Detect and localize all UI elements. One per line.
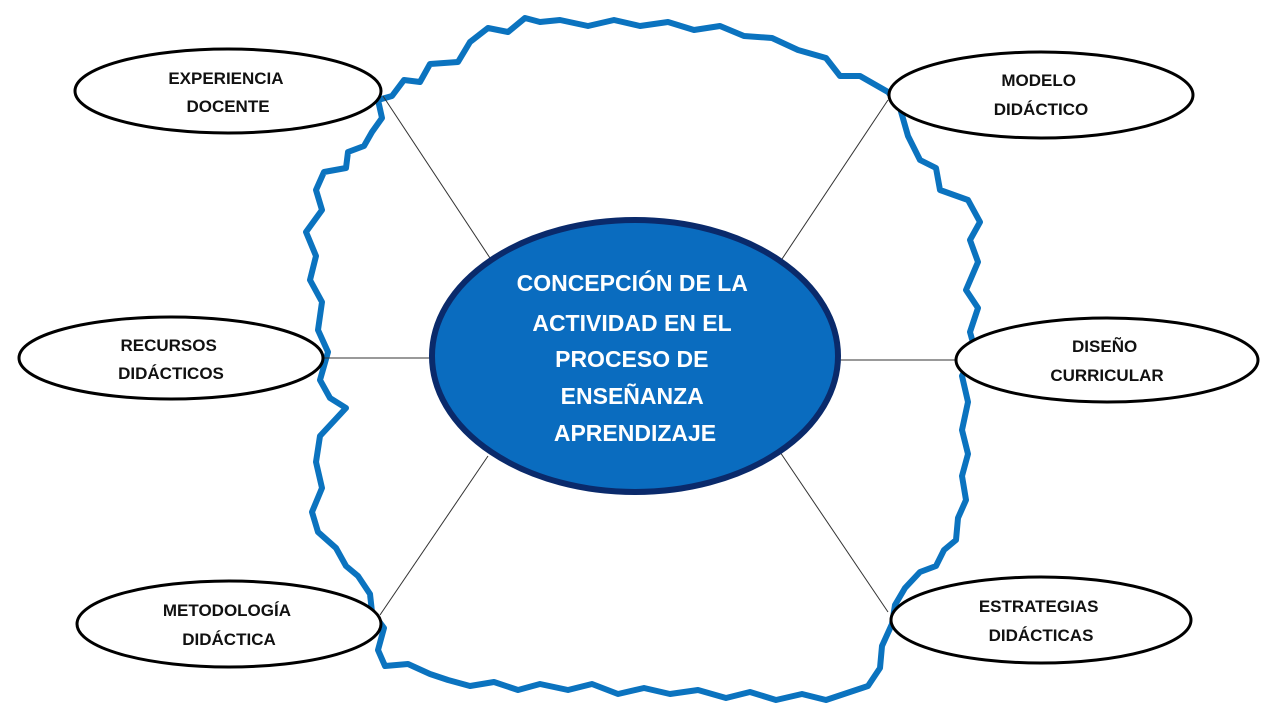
node-estrategias-line-2: DIDÁCTICAS: [989, 626, 1094, 645]
center-line-3: PROCESO DE: [555, 346, 708, 372]
node-diseno-line-2: CURRICULAR: [1050, 366, 1163, 385]
connector-modelo: [779, 99, 889, 263]
node-estrategias-didacticas: ESTRATEGIAS DIDÁCTICAS: [889, 575, 1193, 665]
center-line-5: APRENDIZAJE: [554, 420, 716, 446]
node-recursos-line-1: RECURSOS: [120, 336, 216, 355]
svg-text:METODOLOGÍA DIDÁCTICA: METODOLOGÍA DIDÁCTICA: [163, 601, 295, 649]
center-line-2: ACTIVIDAD EN EL: [532, 310, 731, 336]
node-metodologia-didactica: METODOLOGÍA DIDÁCTICA: [75, 579, 383, 669]
node-diseno-line-1: DISEÑO: [1072, 336, 1137, 356]
node-experiencia-line-1: EXPERIENCIA: [168, 69, 283, 88]
node-metodologia-line-2: DIDÁCTICA: [182, 630, 276, 649]
node-modelo-line-2: DIDÁCTICO: [994, 100, 1088, 119]
center-line-4: ENSEÑANZA: [561, 382, 704, 409]
node-recursos-line-2: DIDÁCTICOS: [118, 364, 224, 383]
svg-text:EXPERIENCIA DOCENTE: EXPERIENCIA DOCENTE: [168, 69, 287, 116]
svg-text:ESTRATEGIAS DIDÁCTICAS: ESTRATEGIAS DIDÁCTICAS: [979, 597, 1103, 645]
cloud-outline: [303, 15, 983, 703]
connectors: [324, 95, 957, 616]
node-experiencia-docente: EXPERIENCIA DOCENTE: [73, 47, 383, 135]
node-metodologia-line-1: METODOLOGÍA: [163, 601, 291, 620]
svg-text:RECURSOS DIDÁCTICOS: RECURSOS DIDÁCTICOS: [118, 336, 224, 383]
node-experiencia-line-2: DOCENTE: [186, 97, 269, 116]
svg-text:MODELO DIDÁCTICO: MODELO DIDÁCTICO: [994, 71, 1088, 119]
node-modelo-didactico: MODELO DIDÁCTICO: [887, 50, 1195, 140]
connector-metodologia: [379, 455, 489, 616]
svg-text:DISEÑO CURRICULAR: DISEÑO CURRICULAR: [1050, 336, 1163, 385]
svg-text:CONCEPCIÓN DE LA ACTIVID: CONCEPCIÓN DE LA ACTIVIDAD EN EL PROCESO…: [517, 269, 754, 446]
node-modelo-line-1: MODELO: [1001, 71, 1076, 90]
center-node: CONCEPCIÓN DE LA ACTIVIDAD EN EL PROCESO…: [429, 217, 841, 495]
node-estrategias-line-1: ESTRATEGIAS: [979, 597, 1099, 616]
node-diseno-curricular: DISEÑO CURRICULAR: [954, 316, 1260, 404]
center-line-1: CONCEPCIÓN DE LA: [517, 269, 748, 296]
connector-estrategias: [779, 451, 889, 613]
connector-experiencia: [382, 95, 491, 259]
node-recursos-didacticos: RECURSOS DIDÁCTICOS: [17, 315, 325, 401]
